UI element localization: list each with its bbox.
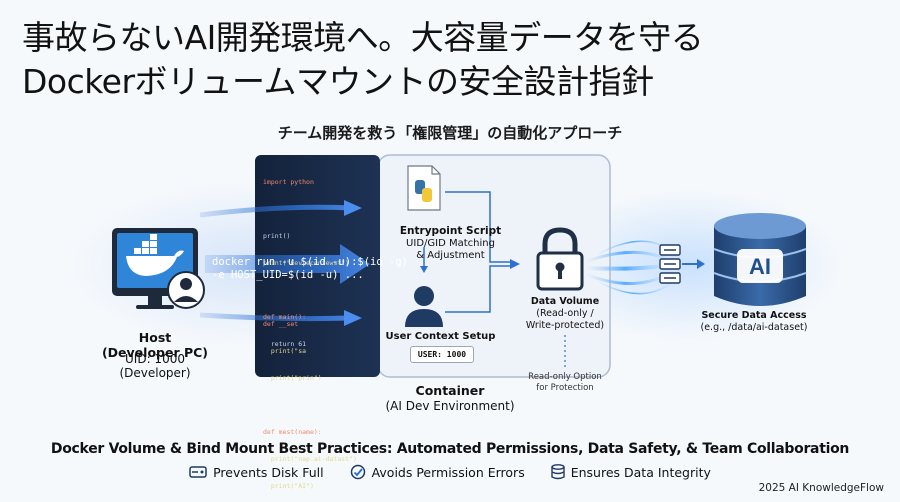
flow-arrows xyxy=(199,200,370,326)
copyright: 2025 AI KnowledgeFlow xyxy=(758,482,884,494)
best-practices-title: Docker Volume & Bind Mount Best Practice… xyxy=(50,441,850,457)
feature-list: Prevents Disk Full Avoids Permission Err… xyxy=(0,464,900,480)
python-icon xyxy=(407,165,441,211)
data-volume-label: Data Volume (Read-only / Write-protected… xyxy=(525,296,605,331)
main-arrow xyxy=(205,244,370,284)
host-uid: UID: 1000 (Developer) xyxy=(119,352,191,380)
developer-avatar xyxy=(167,271,205,309)
page-title-line-1: 事故らないAI開発環境へ。大容量データを守る xyxy=(22,18,704,57)
docker-whale-icon xyxy=(126,234,184,276)
container-label: Container (AI Dev Environment) xyxy=(385,383,515,413)
user-context-title: User Context Setup xyxy=(385,331,496,342)
user-badge: USER: 1000 xyxy=(410,346,474,363)
secure-access-label: Secure Data Access (e.g., /data/ai-datas… xyxy=(700,310,808,333)
database-icon xyxy=(713,213,807,306)
docker-command: docker run -u $(id -u):$(id -g) -e HOST_… xyxy=(212,256,408,281)
disk-icon xyxy=(189,466,207,478)
feature-item: Prevents Disk Full xyxy=(189,464,324,480)
ai-label: AI xyxy=(749,254,771,279)
feature-item: Ensures Data Integrity xyxy=(551,464,711,480)
page-title-line-2: Dockerボリュームマウントの安全設計指針 xyxy=(22,62,654,101)
feature-item: Avoids Permission Errors xyxy=(350,464,525,480)
database-small-icon xyxy=(551,464,565,480)
file-list-icon xyxy=(659,244,681,284)
page-subtitle: チーム開発を救う「権限管理」の自動化アプローチ xyxy=(277,124,623,142)
lock-icon xyxy=(536,227,584,291)
entrypoint-label: Entrypoint Script UID/GID Matching & Adj… xyxy=(399,225,502,261)
readonly-note: Read-only Option for Protection xyxy=(528,372,602,393)
user-icon xyxy=(405,286,443,327)
host-title: Host (Developer PC) xyxy=(101,330,209,360)
check-shield-icon xyxy=(350,464,365,480)
code-snippet-top: import python print() print("Eev-ecentew… xyxy=(263,178,350,348)
code-snippet-bottom: def __set print("sa print("prin") def me… xyxy=(263,320,357,490)
